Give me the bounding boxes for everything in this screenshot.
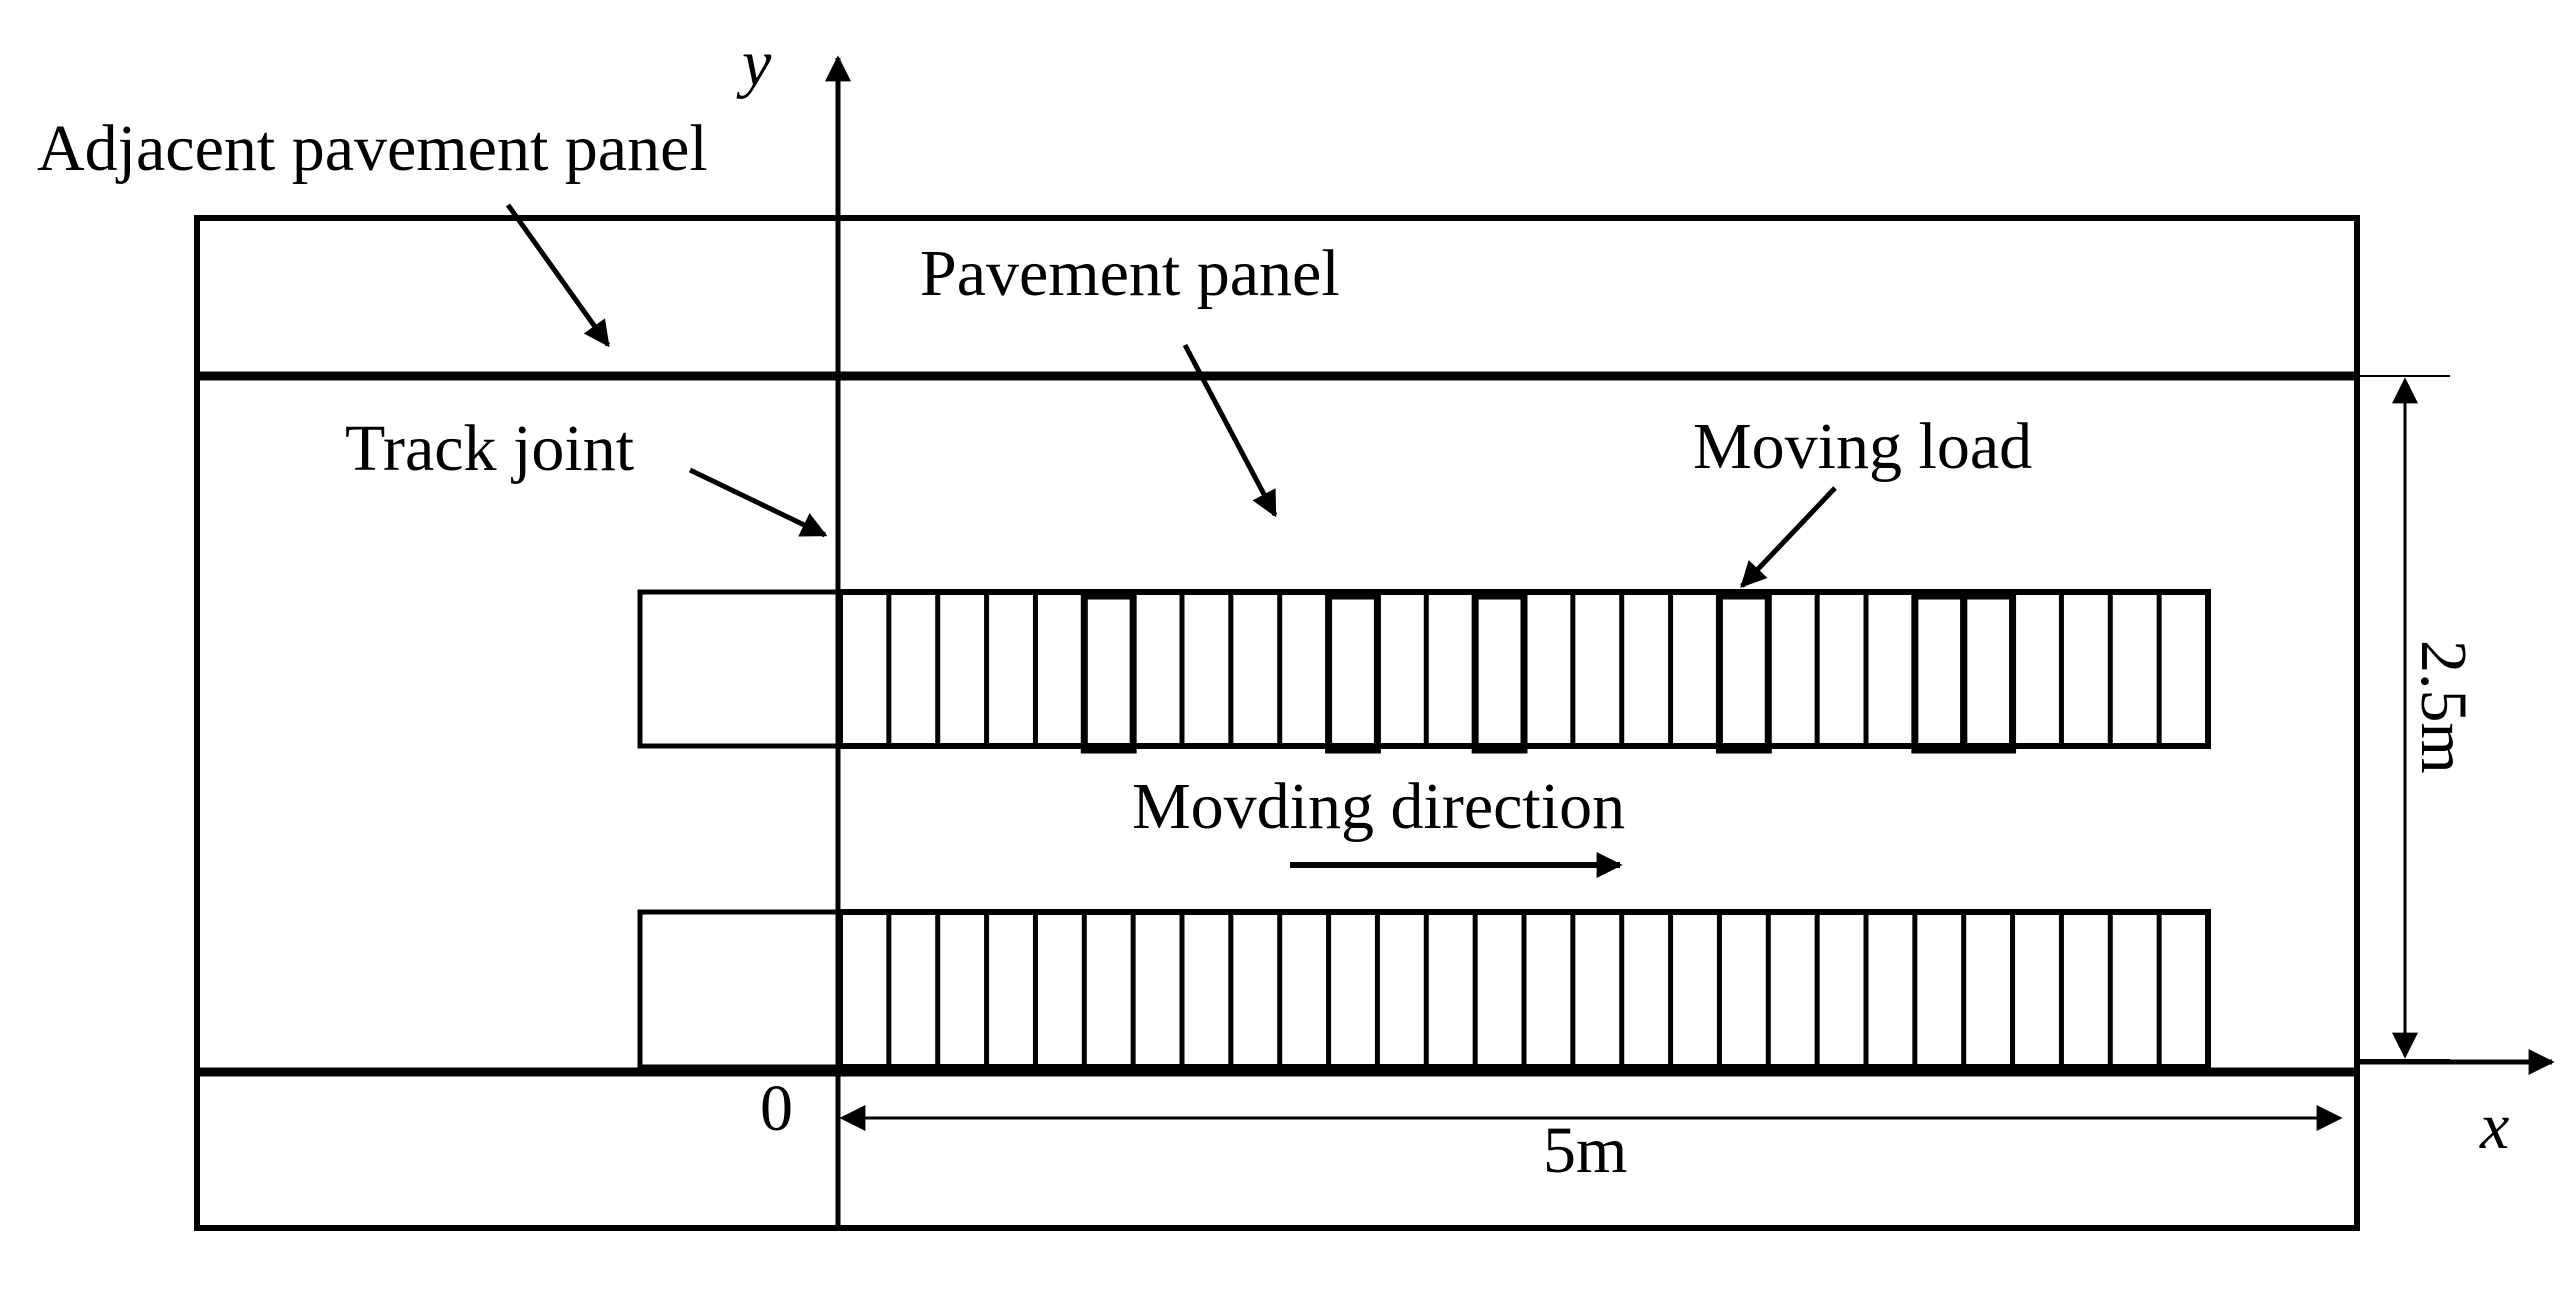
height-dimension-label: 2.5m	[2407, 640, 2480, 774]
outer-frame	[194, 215, 2360, 1231]
highlighted-wheel-cell	[1960, 592, 2017, 754]
track-joint-leader-arrow	[688, 467, 828, 538]
pavement-panel-label: Pavement panel	[920, 237, 1340, 310]
highlighted-wheel-cell	[1471, 592, 1528, 754]
moving-load-label: Moving load	[1693, 410, 2032, 483]
width-dimension-label: 5m	[1543, 1114, 1627, 1187]
lower-load-dividers	[886, 912, 2162, 1067]
moving-load-leader-arrow	[1740, 486, 1837, 588]
pavement-panel-leader-arrow	[1182, 343, 1278, 518]
highlighted-wheel-cell	[1325, 592, 1381, 754]
y-axis-label: y	[736, 27, 772, 100]
track-joint-label: Track joint	[345, 412, 634, 485]
origin-label: 0	[760, 1072, 793, 1145]
highlighted-wheel-cell	[1911, 592, 1968, 754]
highlighted-wheel-cell	[1715, 592, 1772, 754]
adjacent-panel-leader-arrow	[505, 203, 611, 348]
adjacent-panel-label: Adjacent pavement panel	[37, 112, 708, 185]
upper-load-highlighted-wheels	[1080, 592, 2017, 754]
highlighted-wheel-cell	[1080, 592, 1137, 754]
lower-load-lead-block	[637, 909, 843, 1070]
moving-direction-label: Movding direction	[1132, 770, 1625, 843]
x-axis-label: x	[2479, 1090, 2509, 1163]
upper-load-lead-block	[637, 589, 843, 749]
